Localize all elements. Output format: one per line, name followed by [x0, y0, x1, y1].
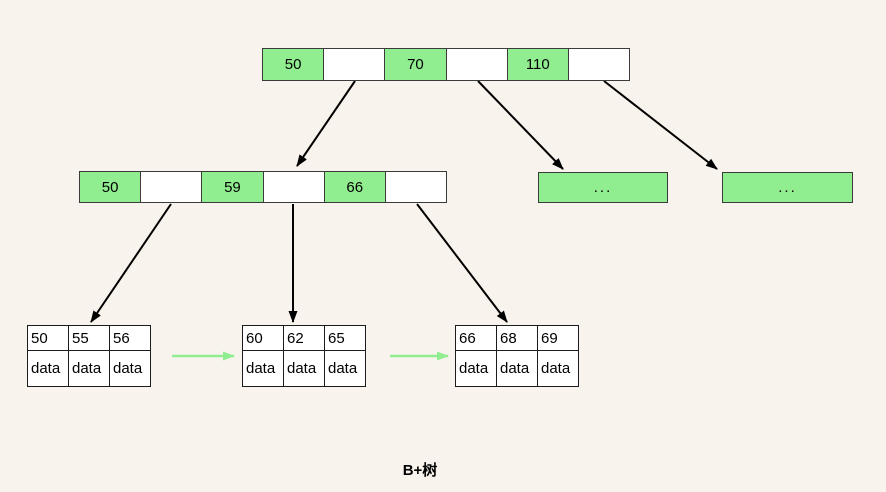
root-pointer-cell [323, 48, 386, 81]
arrow-root-to-overflow-2 [603, 80, 718, 170]
root-node: 50 70 110 [262, 48, 631, 81]
elided-node-1: ... [538, 172, 668, 203]
leaf-data-cell: data [537, 350, 579, 387]
leaf-data-row: data data data [455, 350, 579, 387]
leaf-data-cell: data [109, 350, 151, 387]
leaf-data-cell: data [324, 350, 366, 387]
arrow-internal-to-leaf-3 [416, 203, 508, 323]
arrow-internal-to-leaf-1 [90, 203, 172, 323]
internal-node: 50 59 66 [79, 171, 448, 203]
leaf-key-cell: 62 [283, 325, 325, 351]
leaf-key-cell: 69 [537, 325, 579, 351]
leaf-data-cell: data [68, 350, 110, 387]
leaf-data-row: data data data [242, 350, 366, 387]
leaf-key-cell: 66 [455, 325, 497, 351]
leaf-node-1: 50 55 56 data data data [27, 325, 151, 387]
root-key-cell: 70 [384, 48, 447, 81]
internal-key-cell: 50 [79, 171, 142, 203]
leaf-key-row: 60 62 65 [242, 325, 366, 351]
leaf-data-cell: data [455, 350, 497, 387]
leaf-data-cell: data [242, 350, 284, 387]
arrow-root-to-internal [296, 80, 356, 167]
root-pointer-cell [567, 48, 631, 81]
internal-pointer-cell [262, 171, 325, 203]
leaf-key-cell: 68 [496, 325, 538, 351]
root-pointer-cell [445, 48, 508, 81]
elided-node-2: ... [722, 172, 853, 203]
internal-key-cell: 59 [201, 171, 264, 203]
internal-pointer-cell [384, 171, 448, 203]
leaf-key-cell: 65 [324, 325, 366, 351]
internal-pointer-cell [140, 171, 203, 203]
leaf-node-2: 60 62 65 data data data [242, 325, 366, 387]
leaf-data-cell: data [283, 350, 325, 387]
leaf-data-row: data data data [27, 350, 151, 387]
leaf-key-cell: 55 [68, 325, 110, 351]
leaf-key-row: 50 55 56 [27, 325, 151, 351]
internal-key-cell: 66 [323, 171, 386, 203]
leaf-data-cell: data [496, 350, 538, 387]
arrow-root-to-overflow-1 [477, 80, 564, 170]
leaf-key-cell: 56 [109, 325, 151, 351]
leaf-data-cell: data [27, 350, 69, 387]
leaf-key-row: 66 68 69 [455, 325, 579, 351]
diagram-caption: B+树 [402, 462, 438, 479]
leaf-node-3: 66 68 69 data data data [455, 325, 579, 387]
root-key-cell: 50 [262, 48, 325, 81]
leaf-key-cell: 60 [242, 325, 284, 351]
root-key-cell: 110 [506, 48, 569, 81]
leaf-key-cell: 50 [27, 325, 69, 351]
